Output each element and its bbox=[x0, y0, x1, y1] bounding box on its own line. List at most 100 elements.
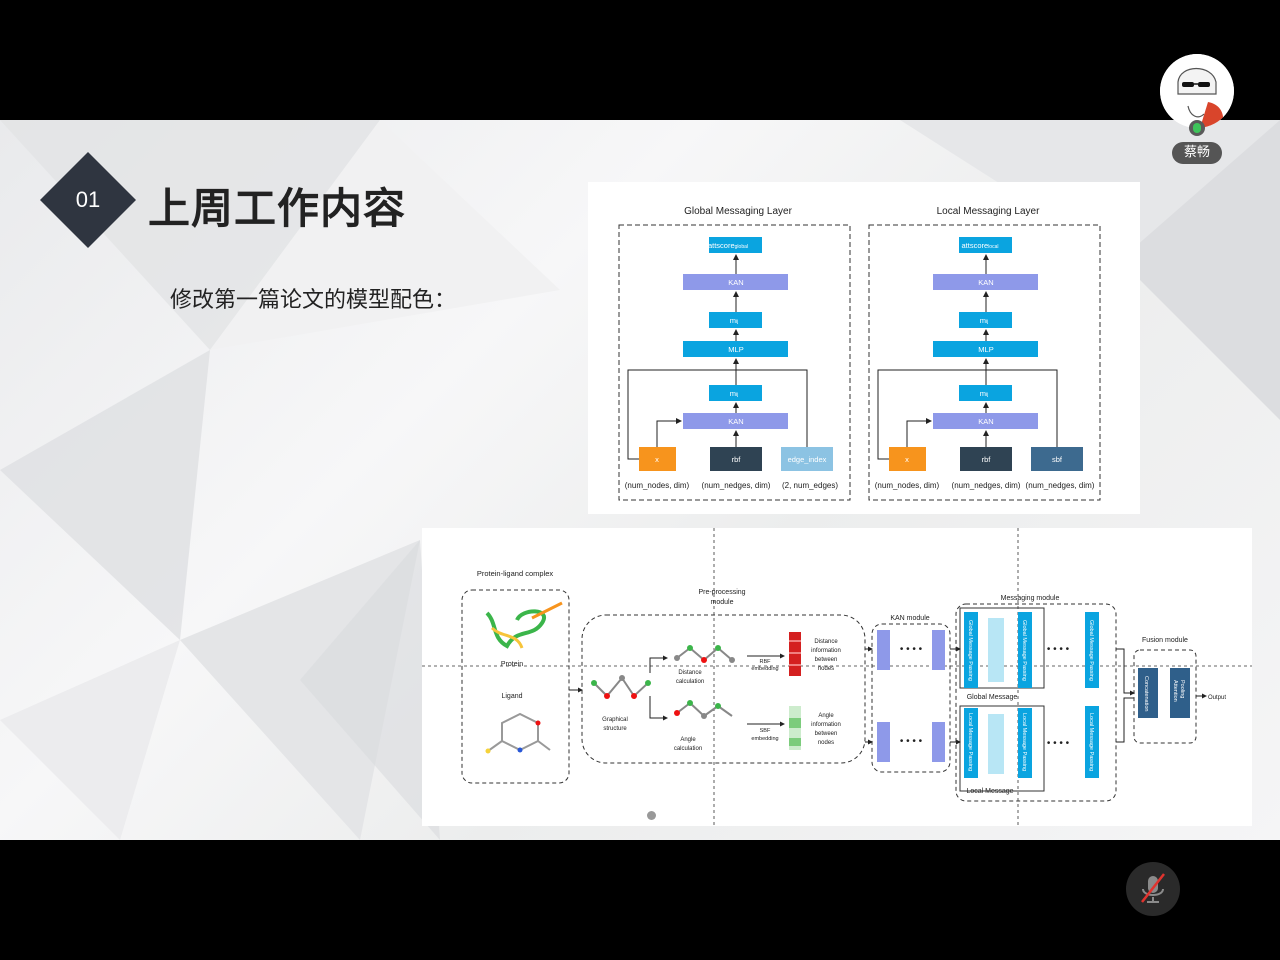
global-attscore-sub: global bbox=[735, 244, 748, 250]
graph-structure bbox=[591, 675, 651, 699]
distinfo-label-3: between bbox=[815, 657, 838, 663]
global-attscore-label: attscore bbox=[708, 241, 735, 250]
mute-toggle-button[interactable] bbox=[1126, 862, 1180, 916]
participant-avatar[interactable] bbox=[1160, 54, 1234, 128]
global-attscore-box bbox=[709, 237, 762, 253]
svg-text:• • • •: • • • • bbox=[900, 736, 923, 747]
protein-label: Protein bbox=[501, 661, 523, 668]
local-input-rbf bbox=[960, 447, 1012, 471]
local-m-top-sub: ij bbox=[986, 319, 988, 325]
global-input-x bbox=[639, 447, 676, 471]
local-dim-2: (num_nedges, dim) bbox=[952, 481, 1021, 490]
svg-text:• • • •: • • • • bbox=[1047, 738, 1070, 749]
slide-indicator-dot bbox=[647, 811, 656, 820]
muted-microphone-icon bbox=[1141, 873, 1165, 903]
local-input-x-label: x bbox=[905, 455, 909, 464]
local-m-bot-label: m bbox=[980, 389, 986, 398]
lmp-label-3: Local Message Passing bbox=[1088, 713, 1094, 771]
fusion-module-label: Fusion module bbox=[1142, 637, 1188, 644]
gmp-label-2: Global Message Passing bbox=[1021, 620, 1027, 681]
output-label: Output bbox=[1208, 695, 1226, 701]
slide-subtitle: 修改第一篇论文的模型配色： bbox=[170, 288, 457, 313]
global-m-bot-label: m bbox=[730, 389, 736, 398]
global-dim-2: (num_nedges, dim) bbox=[702, 481, 771, 490]
distinfo-label-1: Distance bbox=[814, 639, 838, 645]
local-kan-bot-label: KAN bbox=[978, 417, 993, 426]
local-input-rbf-label: rbf bbox=[982, 455, 992, 464]
anglecalc-label-2: calculation bbox=[674, 746, 702, 752]
local-kan-top-box bbox=[933, 274, 1038, 290]
global-m-bot-box bbox=[709, 385, 762, 401]
global-input-rbf bbox=[710, 447, 762, 471]
distcalc-label-1: Distance bbox=[678, 670, 702, 676]
active-speaker-indicator bbox=[1189, 120, 1205, 136]
local-m-top-label: m bbox=[980, 316, 986, 325]
concat-block bbox=[1138, 668, 1158, 718]
distinfo-label-2: information bbox=[811, 648, 841, 654]
lmp-label-1: Local Message Passing bbox=[967, 713, 973, 771]
local-attscore-sub: local bbox=[988, 244, 998, 250]
global-input-edge bbox=[781, 447, 833, 471]
participant-name: 蔡畅 bbox=[1172, 142, 1222, 164]
protein-structure-image bbox=[485, 601, 563, 649]
global-layer-panel: Global Messaging Layer attscoreglobal KA… bbox=[618, 206, 851, 501]
local-dim-1: (num_nodes, dim) bbox=[875, 481, 940, 490]
concat-label: Concatenation bbox=[1143, 676, 1149, 711]
global-input-x-label: x bbox=[655, 455, 659, 464]
global-kan-bot-box bbox=[683, 413, 788, 429]
messaging-layers-figure: Global Messaging Layer attscoreglobal KA… bbox=[588, 182, 1140, 514]
local-mlp-label: MLP bbox=[978, 345, 993, 354]
global-m-top-label: m bbox=[730, 316, 736, 325]
pipeline-figure: Protein-ligand complex Protein Ligand Pr… bbox=[422, 528, 1252, 826]
messaging-layers-diagram: Global Messaging Layer attscoreglobal KA… bbox=[618, 206, 1101, 501]
global-message-passing-blocks bbox=[964, 612, 1099, 688]
ligand-label: Ligand bbox=[501, 693, 522, 700]
messaging-module-label: Messaging module bbox=[1001, 595, 1060, 602]
global-dim-1: (num_nodes, dim) bbox=[625, 481, 690, 490]
svg-text:attscoreglobal: attscoreglobal bbox=[708, 241, 748, 250]
global-input-edge-label: edge_index bbox=[788, 455, 827, 464]
svg-text:mij: mij bbox=[730, 316, 738, 325]
local-m-bot-sub: ij bbox=[986, 392, 988, 398]
rbf-embedding-bar bbox=[789, 632, 801, 676]
rbf-label-2: embedding bbox=[751, 666, 778, 672]
section-number: 01 bbox=[75, 187, 101, 212]
attpool-label-2: Pooling bbox=[1179, 680, 1185, 698]
sbf-embedding-bar bbox=[789, 706, 801, 750]
attpool-label-1: Attention bbox=[1172, 680, 1178, 702]
svg-text:mij: mij bbox=[730, 389, 738, 398]
kan-module-label: KAN module bbox=[890, 615, 929, 622]
slide-title: 上周工作内容 bbox=[148, 184, 407, 233]
svg-text:• • • •: • • • • bbox=[1047, 644, 1070, 655]
local-attscore-label: attscore bbox=[962, 241, 989, 250]
gmp-label-3: Global Message Passing bbox=[1088, 620, 1094, 681]
local-message-passing-blocks bbox=[964, 706, 1099, 778]
local-message-label: Local Message bbox=[966, 788, 1013, 795]
global-kan-top-box bbox=[683, 274, 788, 290]
local-attscore-box bbox=[959, 237, 1012, 253]
distinfo-label-4: nodes bbox=[818, 666, 834, 672]
local-m-top-box bbox=[959, 312, 1012, 328]
graphical-label-2: structure bbox=[603, 726, 627, 732]
angleinfo-label-2: information bbox=[811, 722, 841, 728]
ligand-structure-image bbox=[485, 712, 551, 754]
local-m-bot-box bbox=[959, 385, 1012, 401]
preproc-label-2: module bbox=[711, 599, 734, 606]
local-kan-top-label: KAN bbox=[978, 278, 993, 287]
global-m-bot-sub: ij bbox=[736, 392, 738, 398]
local-layer-panel: Local Messaging Layer attscorelocal KAN … bbox=[868, 206, 1101, 501]
local-input-x bbox=[889, 447, 926, 471]
svg-text:mij: mij bbox=[980, 316, 988, 325]
global-mlp-label: MLP bbox=[728, 345, 743, 354]
distance-molecule bbox=[674, 645, 735, 663]
gmp-label-1: Global Message Passing bbox=[967, 620, 973, 681]
global-mlp-box bbox=[683, 341, 788, 357]
local-mlp-box bbox=[933, 341, 1038, 357]
lmp-label-2: Local Message Passing bbox=[1021, 713, 1027, 771]
global-message-label: Global Message bbox=[967, 694, 1018, 701]
angleinfo-label-4: nodes bbox=[818, 740, 834, 746]
global-kan-bot-label: KAN bbox=[728, 417, 743, 426]
svg-text:mij: mij bbox=[980, 389, 988, 398]
pipeline-diagram: Protein-ligand complex Protein Ligand Pr… bbox=[422, 528, 1252, 826]
global-m-top-sub: ij bbox=[736, 319, 738, 325]
